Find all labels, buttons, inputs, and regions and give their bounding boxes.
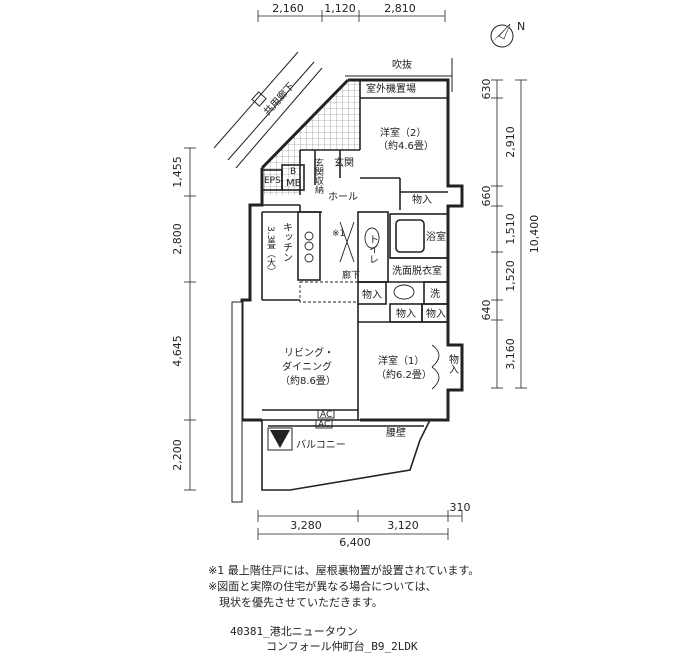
closet-label-2: 物入 — [362, 288, 382, 301]
ac-label-2: AC — [318, 420, 330, 430]
dim-bottom-1: 3,280 — [290, 519, 322, 532]
living-size: （約8.6畳） — [280, 374, 336, 387]
hall-label: ホール — [328, 191, 358, 203]
note-mark: ※1 — [332, 229, 345, 239]
dim-right-7: 3,160 — [504, 338, 517, 370]
dim-right-2: 2,910 — [504, 126, 517, 158]
bedroom2-label: 洋室（2） — [380, 126, 426, 139]
dim-top-2: 1,120 — [324, 2, 356, 15]
left-wall-strip — [231, 301, 243, 503]
kitchen-size: 3.3畳（大） — [265, 226, 276, 276]
bottom-dimension-line — [257, 510, 463, 540]
ac-label-1: AC — [320, 410, 332, 420]
bedroom2-size: （約4.6畳） — [378, 139, 434, 152]
dim-left-3: 4,645 — [171, 335, 184, 367]
dim-bottom-2: 3,120 — [387, 519, 419, 532]
dining-label: ダイニング — [282, 360, 332, 373]
fixtures — [299, 221, 440, 429]
dim-right-3: 660 — [480, 186, 493, 207]
balcony-label: バルコニー — [296, 439, 346, 451]
dim-left-4: 2,200 — [171, 439, 184, 471]
dim-right-4: 1,510 — [504, 213, 517, 245]
outdoor-unit-label: 室外機置場 — [366, 82, 416, 95]
mb-label: MB — [286, 178, 302, 189]
laundry-label: 洗 — [430, 288, 440, 300]
reference-line-2: コンフォール仲町台_B9_2LDK — [266, 640, 418, 653]
reference-line-1: 40381_港北ニュータウン — [230, 625, 358, 638]
dim-bottom-extra: 310 — [450, 501, 471, 514]
dim-left-1: 1,455 — [171, 156, 184, 188]
genkan-storage-label: 玄関収納 — [313, 157, 324, 195]
top-dimension-line — [257, 10, 446, 22]
dim-right-1: 630 — [480, 79, 493, 100]
closet-label-3: 物入 — [396, 307, 416, 320]
compass-icon — [490, 23, 514, 48]
note-line-2: ※図面と実際の住宅が異なる場合については、 — [208, 580, 437, 593]
koshikabe-label: 腰壁 — [386, 426, 406, 439]
left-dimension-line — [184, 147, 196, 491]
genkan-label: 玄関 — [334, 156, 354, 169]
entrance-hatch — [262, 80, 360, 195]
mb-b-label: B — [290, 167, 296, 177]
closet-label-4: 物入 — [426, 307, 446, 320]
bedroom1-size: （約6.2畳） — [376, 368, 432, 381]
note-line-3: 現状を優先させていただきます。 — [208, 596, 383, 609]
dim-right-5: 1,520 — [504, 260, 517, 292]
dim-top-3: 2,810 — [384, 2, 416, 15]
closet-label-5: 物入 — [447, 353, 459, 374]
interior-walls — [261, 80, 449, 491]
compass-north-label: N — [517, 20, 525, 33]
closet-label-1: 物入 — [412, 193, 432, 206]
shared-corridor-band — [213, 51, 323, 169]
dim-bottom-total: 6,400 — [339, 536, 371, 549]
living-label: リビング・ — [284, 346, 334, 359]
fukinuke-label: 吹抜 — [392, 58, 412, 71]
dim-right-total: 10,400 — [528, 215, 541, 254]
right-dimension-line — [491, 79, 527, 389]
bedroom1-label: 洋室（1） — [378, 354, 424, 367]
toilet-label: トイレ — [367, 234, 379, 264]
dressing-room-label: 洗面脱衣室 — [392, 264, 442, 277]
hallway-label: 廊下 — [342, 269, 360, 281]
balcony-marker-icon — [270, 430, 290, 448]
note-line-1: ※1 最上階住戸には、屋根裏物置が設置されています。 — [208, 564, 480, 577]
dim-top-1: 2,160 — [272, 2, 304, 15]
bathroom-label: 浴室 — [426, 230, 446, 243]
eps-label: EPS — [264, 176, 281, 186]
dim-left-2: 2,800 — [171, 223, 184, 255]
kitchen-label: キッチン — [281, 222, 292, 262]
dim-right-6: 640 — [480, 300, 493, 321]
